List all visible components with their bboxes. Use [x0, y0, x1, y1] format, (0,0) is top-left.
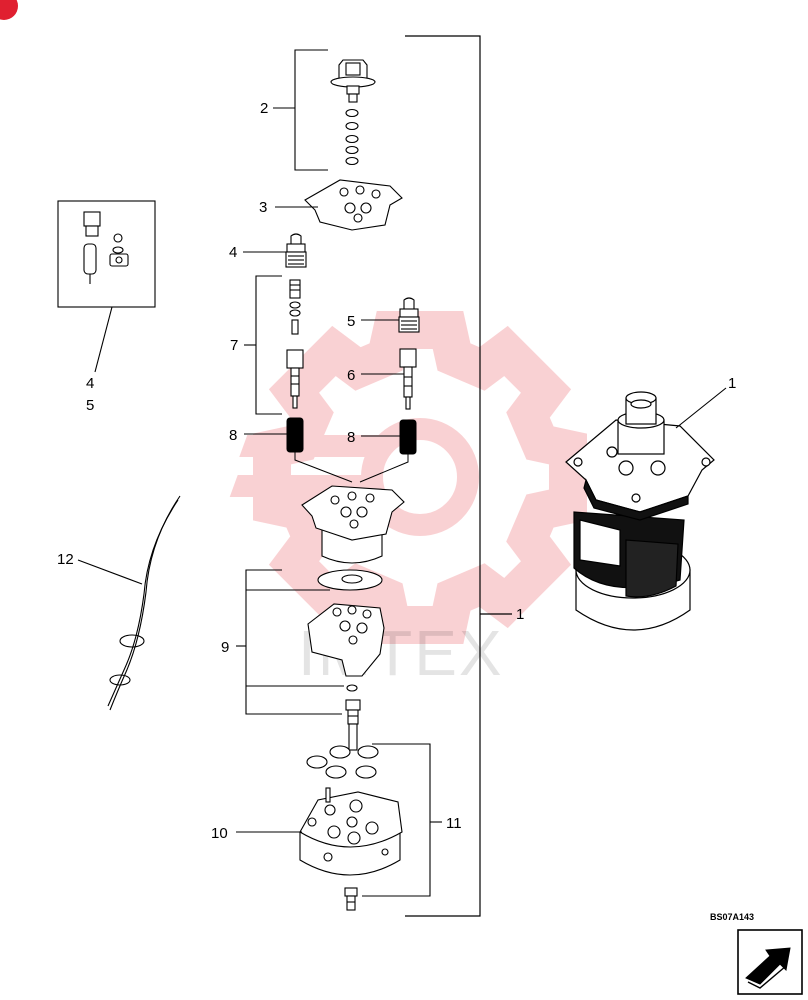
callout-6: 6: [347, 367, 355, 384]
arrow-icon[interactable]: [737, 929, 803, 995]
part-8-spring-left: [286, 417, 304, 453]
bracket-7: [244, 275, 282, 415]
part-7-spring-stack: [286, 279, 304, 409]
part-8-spring-right: [399, 419, 417, 455]
bracket-11: [362, 743, 442, 897]
part-9-valve-block: [307, 603, 385, 677]
part-9-small-ring: [346, 684, 358, 692]
assembled-unit: [565, 391, 715, 631]
part-9-spool: [345, 699, 361, 751]
part-6-pin: [399, 348, 417, 410]
part-5-plug: [398, 297, 420, 333]
callout-4: 4: [229, 244, 237, 261]
bracket-9: [236, 569, 344, 715]
callout-1-main: 1: [516, 606, 524, 623]
callout-7: 7: [230, 337, 238, 354]
callout-8-left: 8: [229, 427, 237, 444]
callout-11: 11: [446, 815, 462, 832]
callout-2: 2: [260, 100, 268, 117]
callout-12: 12: [57, 551, 74, 568]
callout-1-right: 1: [728, 375, 736, 392]
assembly-bracket-1: [405, 35, 512, 917]
part-3-plate: [304, 179, 403, 231]
assembly-guide-lines: [294, 452, 409, 483]
callout-5: 5: [347, 313, 355, 330]
callout-8-right: 8: [347, 429, 355, 446]
part-2-plug-with-orings: [330, 59, 376, 166]
kit-box-4-5: [57, 200, 156, 373]
figure-code: BS07A143: [710, 912, 754, 922]
callout-4-kit: 4: [86, 375, 94, 392]
bracket-2: [273, 49, 328, 171]
part-11-orings: [306, 745, 379, 779]
leader-1-right: [675, 387, 727, 429]
callout-10: 10: [211, 825, 228, 842]
part-12-hose: [107, 495, 181, 711]
part-11-screw: [344, 887, 358, 911]
part-9-gasket: [317, 569, 383, 591]
upper-body-housing: [301, 485, 405, 564]
callout-5-kit: 5: [86, 397, 94, 414]
callout-9: 9: [221, 639, 229, 656]
part-10-base: [299, 787, 403, 876]
part-4-plug: [285, 233, 307, 268]
corner-badge: [0, 0, 18, 20]
kit-parts: [83, 211, 129, 284]
callout-3: 3: [259, 199, 267, 216]
leader-12: [77, 559, 143, 585]
